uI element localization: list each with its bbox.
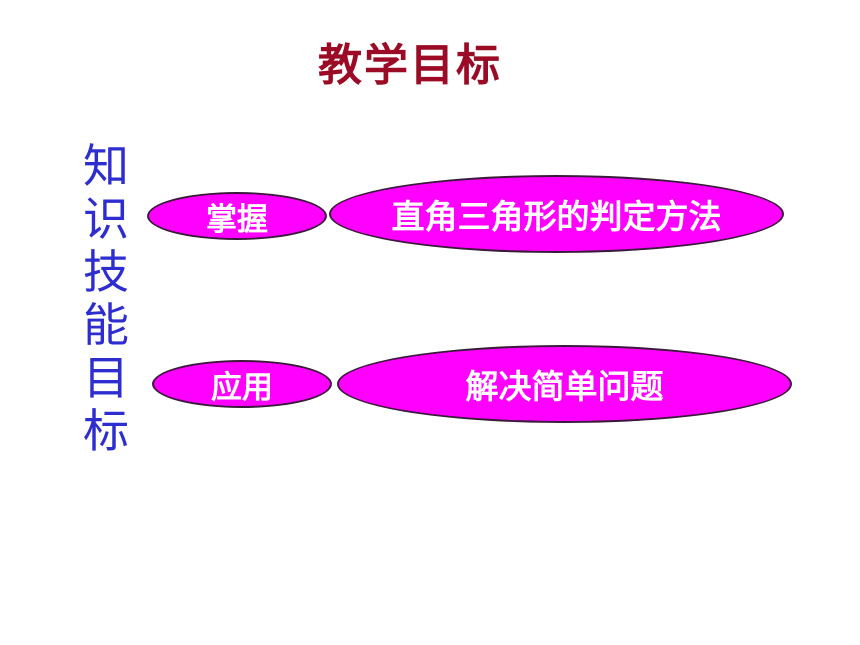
verb-oval-master: 掌握 bbox=[147, 192, 327, 240]
object-oval-apply: 解决简单问题 bbox=[337, 345, 792, 423]
verb-oval-apply: 应用 bbox=[152, 360, 332, 408]
verb-label: 掌握 bbox=[206, 201, 268, 238]
object-label: 直角三角形的判定方法 bbox=[391, 197, 722, 236]
side-label: 知识技能目标 bbox=[83, 139, 129, 458]
verb-label: 应用 bbox=[211, 369, 273, 406]
object-oval-master: 直角三角形的判定方法 bbox=[329, 175, 784, 253]
slide-title: 教学目标 bbox=[318, 40, 502, 91]
object-label: 解决简单问题 bbox=[465, 367, 664, 406]
